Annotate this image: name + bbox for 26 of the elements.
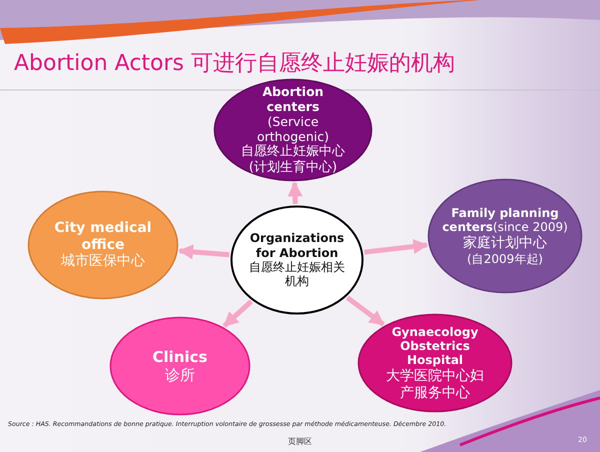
node-label: Abortion centers (Service orthogenic) (256, 84, 330, 144)
arrow (364, 239, 428, 255)
arrow (346, 296, 385, 326)
ellipse-node (27, 190, 179, 300)
arrow (288, 182, 303, 204)
ellipse-node (213, 78, 373, 182)
slide-title: Abortion Actors 可进行自愿终止妊娠的机构 (14, 50, 455, 78)
node-label: Clinics (152, 348, 208, 366)
node-label: Gynaecology Obstetrics Hospital (390, 324, 480, 368)
node-label: City medical office (53, 220, 153, 253)
arrow (178, 244, 230, 260)
ellipse-node (230, 205, 364, 315)
footer-text: 页脚区 (288, 436, 312, 447)
ellipse-node (109, 316, 251, 416)
node-label: 自愿终止妊娠相关机构 (249, 260, 345, 289)
ellipse-node (357, 313, 513, 413)
node-label: Family planning centers(since 2009) (441, 206, 569, 235)
node-label: Organizations for Abortion (249, 231, 345, 260)
node-label: 诊所 (164, 366, 196, 384)
ellipse-node (427, 178, 583, 294)
node-label: 城市医保中心 (60, 253, 146, 270)
node-label: 自愿终止妊娠中心(计划生育中心) (241, 144, 345, 176)
node-label: 家庭计划中心 (462, 234, 548, 252)
node-label: 大学医院中心妇产服务中心 (385, 368, 485, 402)
node-label: (自2009年起) (466, 252, 544, 266)
arrow (222, 300, 253, 328)
